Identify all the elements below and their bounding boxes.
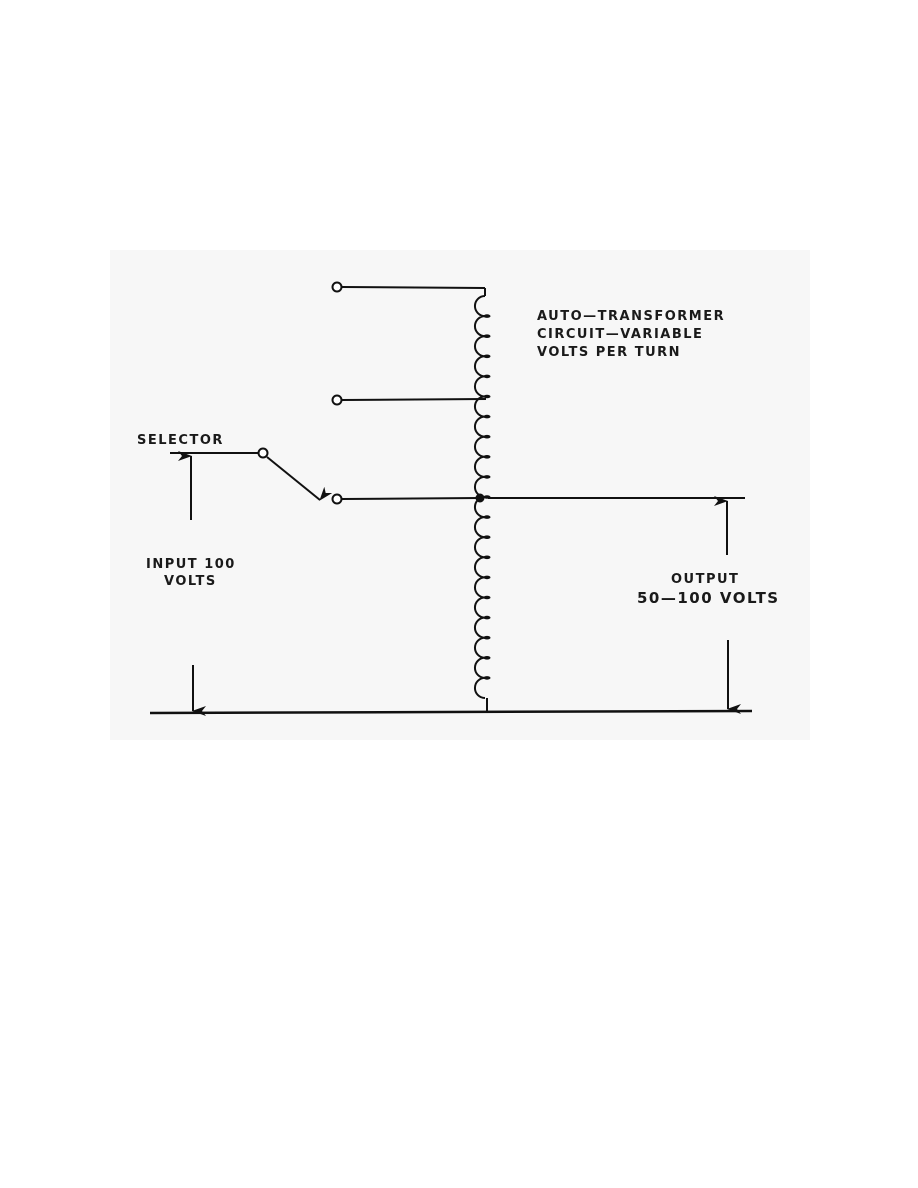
input-label-line-1: INPUT 100 bbox=[146, 557, 236, 572]
selector-pivot[interactable] bbox=[257, 447, 269, 459]
coil-turn bbox=[483, 535, 491, 539]
top-tap-wire bbox=[341, 286, 486, 289]
selected-terminal[interactable] bbox=[331, 493, 343, 505]
middle-tap-wire bbox=[341, 398, 487, 401]
coil-turn bbox=[483, 555, 491, 560]
coil-turn bbox=[483, 656, 491, 660]
coil-turn bbox=[483, 334, 491, 339]
coil-turn bbox=[483, 354, 491, 359]
coil-turn bbox=[483, 595, 491, 600]
output-label-line-1: OUTPUT bbox=[671, 572, 740, 587]
coil-turn bbox=[483, 475, 491, 479]
top-terminal[interactable] bbox=[331, 281, 343, 293]
common-wire bbox=[149, 709, 753, 715]
coil-turn bbox=[483, 314, 491, 318]
coil-turn bbox=[483, 374, 491, 379]
selector-arrow[interactable] bbox=[266, 456, 333, 501]
input-label-line-2: VOLTS bbox=[164, 574, 217, 589]
coil-turn bbox=[483, 575, 491, 580]
middle-terminal[interactable] bbox=[331, 394, 343, 406]
coil-turn bbox=[483, 495, 491, 499]
coil-turn bbox=[483, 434, 491, 439]
title-line-3: VOLTS PER TURN bbox=[537, 345, 682, 360]
scanned-figure-area bbox=[110, 250, 810, 740]
title-line-2: CIRCUIT—VARIABLE bbox=[537, 327, 704, 342]
coil-turn bbox=[483, 615, 491, 620]
coil-turn bbox=[483, 394, 491, 399]
coil-turn bbox=[483, 455, 491, 459]
selector-label: SELECTOR bbox=[137, 433, 224, 448]
coil-turn bbox=[483, 515, 491, 519]
output-label-line-2: 50—100 VOLTS bbox=[637, 589, 780, 607]
title-line-1: AUTO—TRANSFORMER bbox=[537, 309, 726, 324]
selected-tap-wire bbox=[341, 497, 481, 500]
coil-turn bbox=[483, 635, 491, 640]
coil-turn bbox=[483, 676, 491, 680]
coil-turn bbox=[483, 414, 491, 419]
